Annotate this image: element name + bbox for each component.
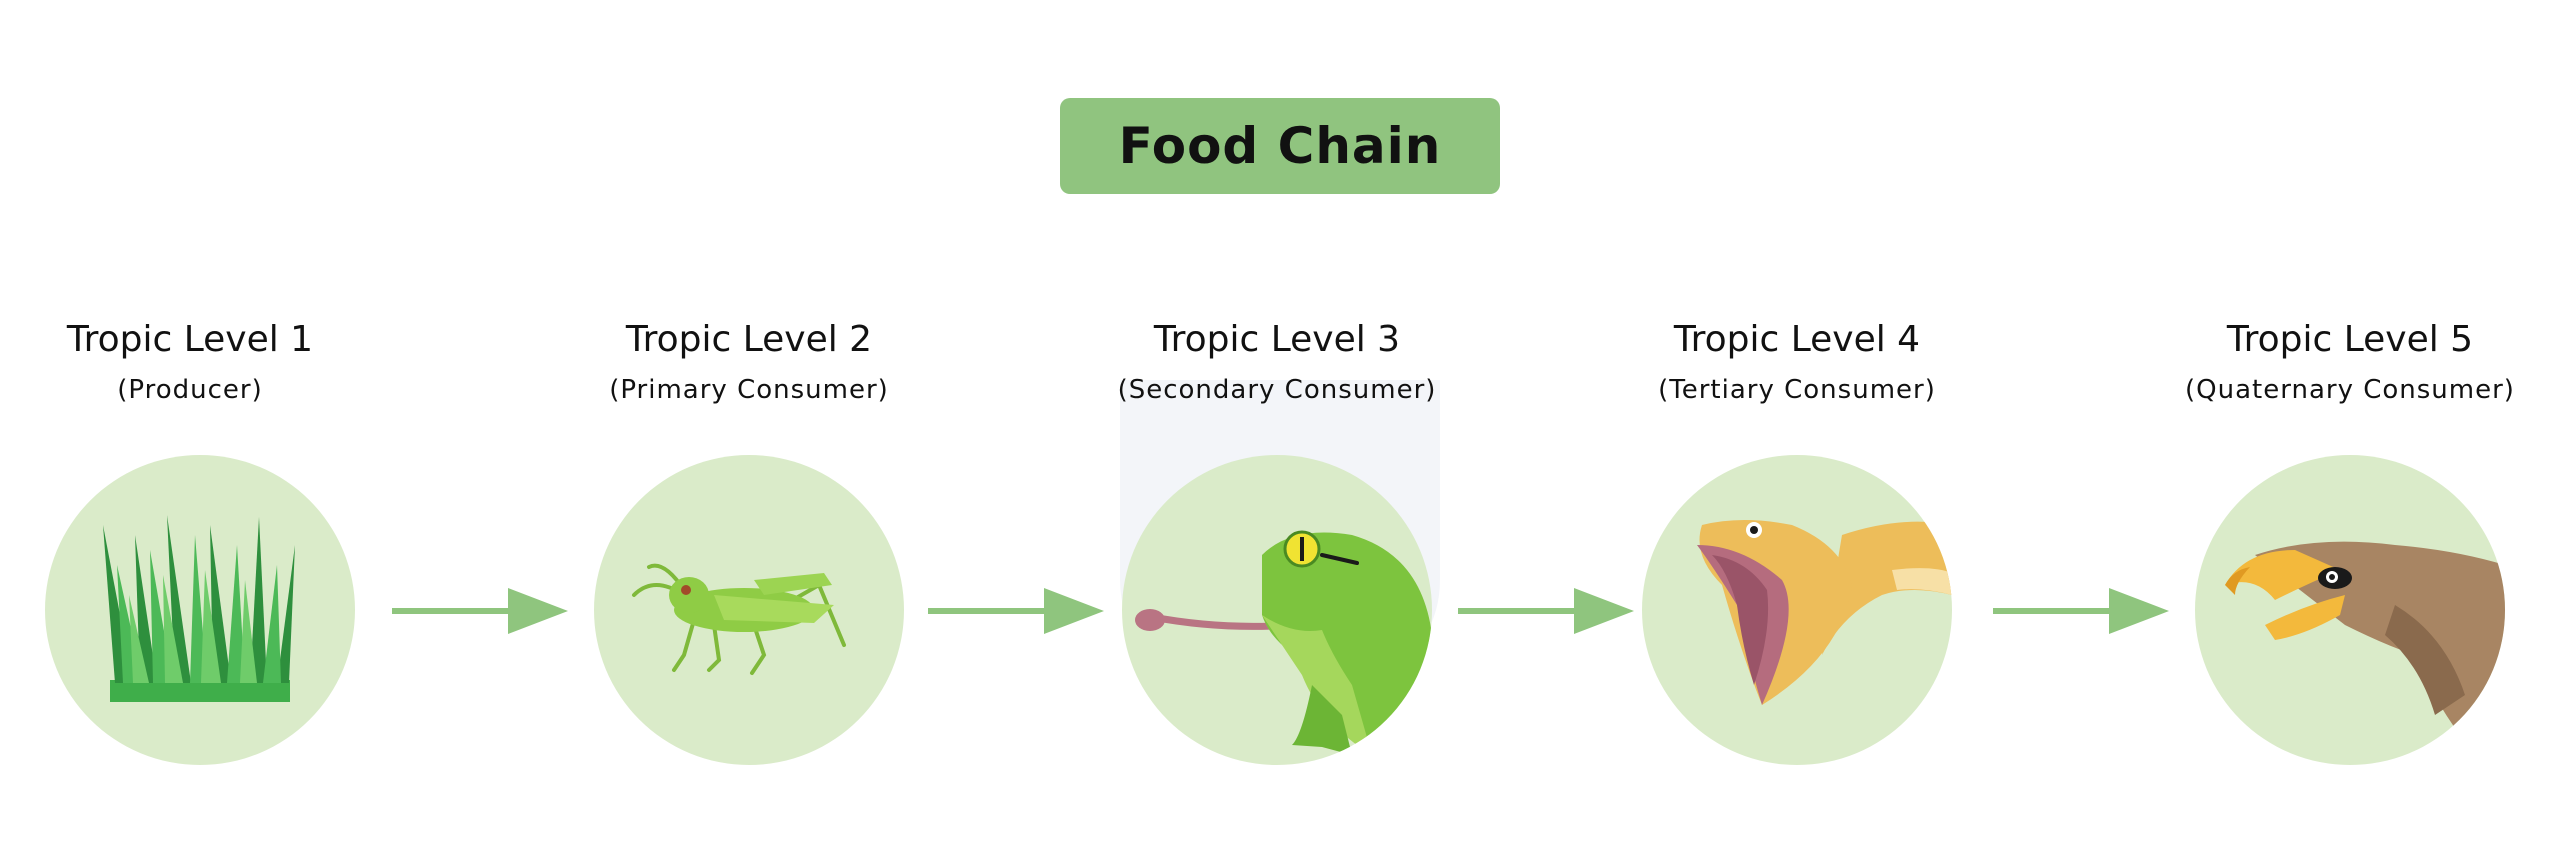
level-1-title: Tropic Level 1: [66, 319, 314, 360]
arrow-4-5: [1993, 588, 2169, 634]
level-2-heading: Tropic Level 2 (Primary Consumer): [569, 310, 929, 410]
eagle-icon: [2225, 541, 2505, 755]
level-3-title: Tropic Level 3: [1153, 319, 1401, 360]
level-1-subtitle: (Producer): [117, 375, 263, 405]
level-2-circle: [594, 455, 904, 765]
grass-icon: [103, 515, 295, 702]
title-box: Food Chain: [1060, 98, 1500, 194]
level-5-heading: Tropic Level 5 (Quaternary Consumer): [2170, 310, 2530, 410]
level-1-heading: Tropic Level 1 (Producer): [10, 310, 370, 410]
arrow-1-2: [392, 588, 568, 634]
page-title: Food Chain: [1118, 117, 1442, 175]
level-3-circle: [1122, 455, 1432, 765]
level-2-title: Tropic Level 2: [625, 319, 873, 360]
level-1-circle: [45, 455, 355, 765]
level-5-title: Tropic Level 5: [2226, 319, 2474, 360]
frog-icon: [1135, 530, 1432, 755]
level-3-heading: Tropic Level 3 (Secondary Consumer): [1097, 310, 1457, 410]
level-5-subtitle: (Quaternary Consumer): [2185, 375, 2515, 405]
grasshopper-icon: [632, 563, 846, 675]
level-2-subtitle: (Primary Consumer): [609, 375, 889, 405]
arrow-3-4: [1458, 588, 1634, 634]
snake-icon: [1697, 520, 1952, 705]
level-4-circle: [1642, 455, 1952, 765]
arrow-2-3: [928, 588, 1104, 634]
level-4-subtitle: (Tertiary Consumer): [1658, 375, 1936, 405]
level-5-circle: [2195, 455, 2505, 765]
level-3-subtitle: (Secondary Consumer): [1117, 375, 1437, 405]
level-4-title: Tropic Level 4: [1673, 319, 1921, 360]
level-4-heading: Tropic Level 4 (Tertiary Consumer): [1617, 310, 1977, 410]
